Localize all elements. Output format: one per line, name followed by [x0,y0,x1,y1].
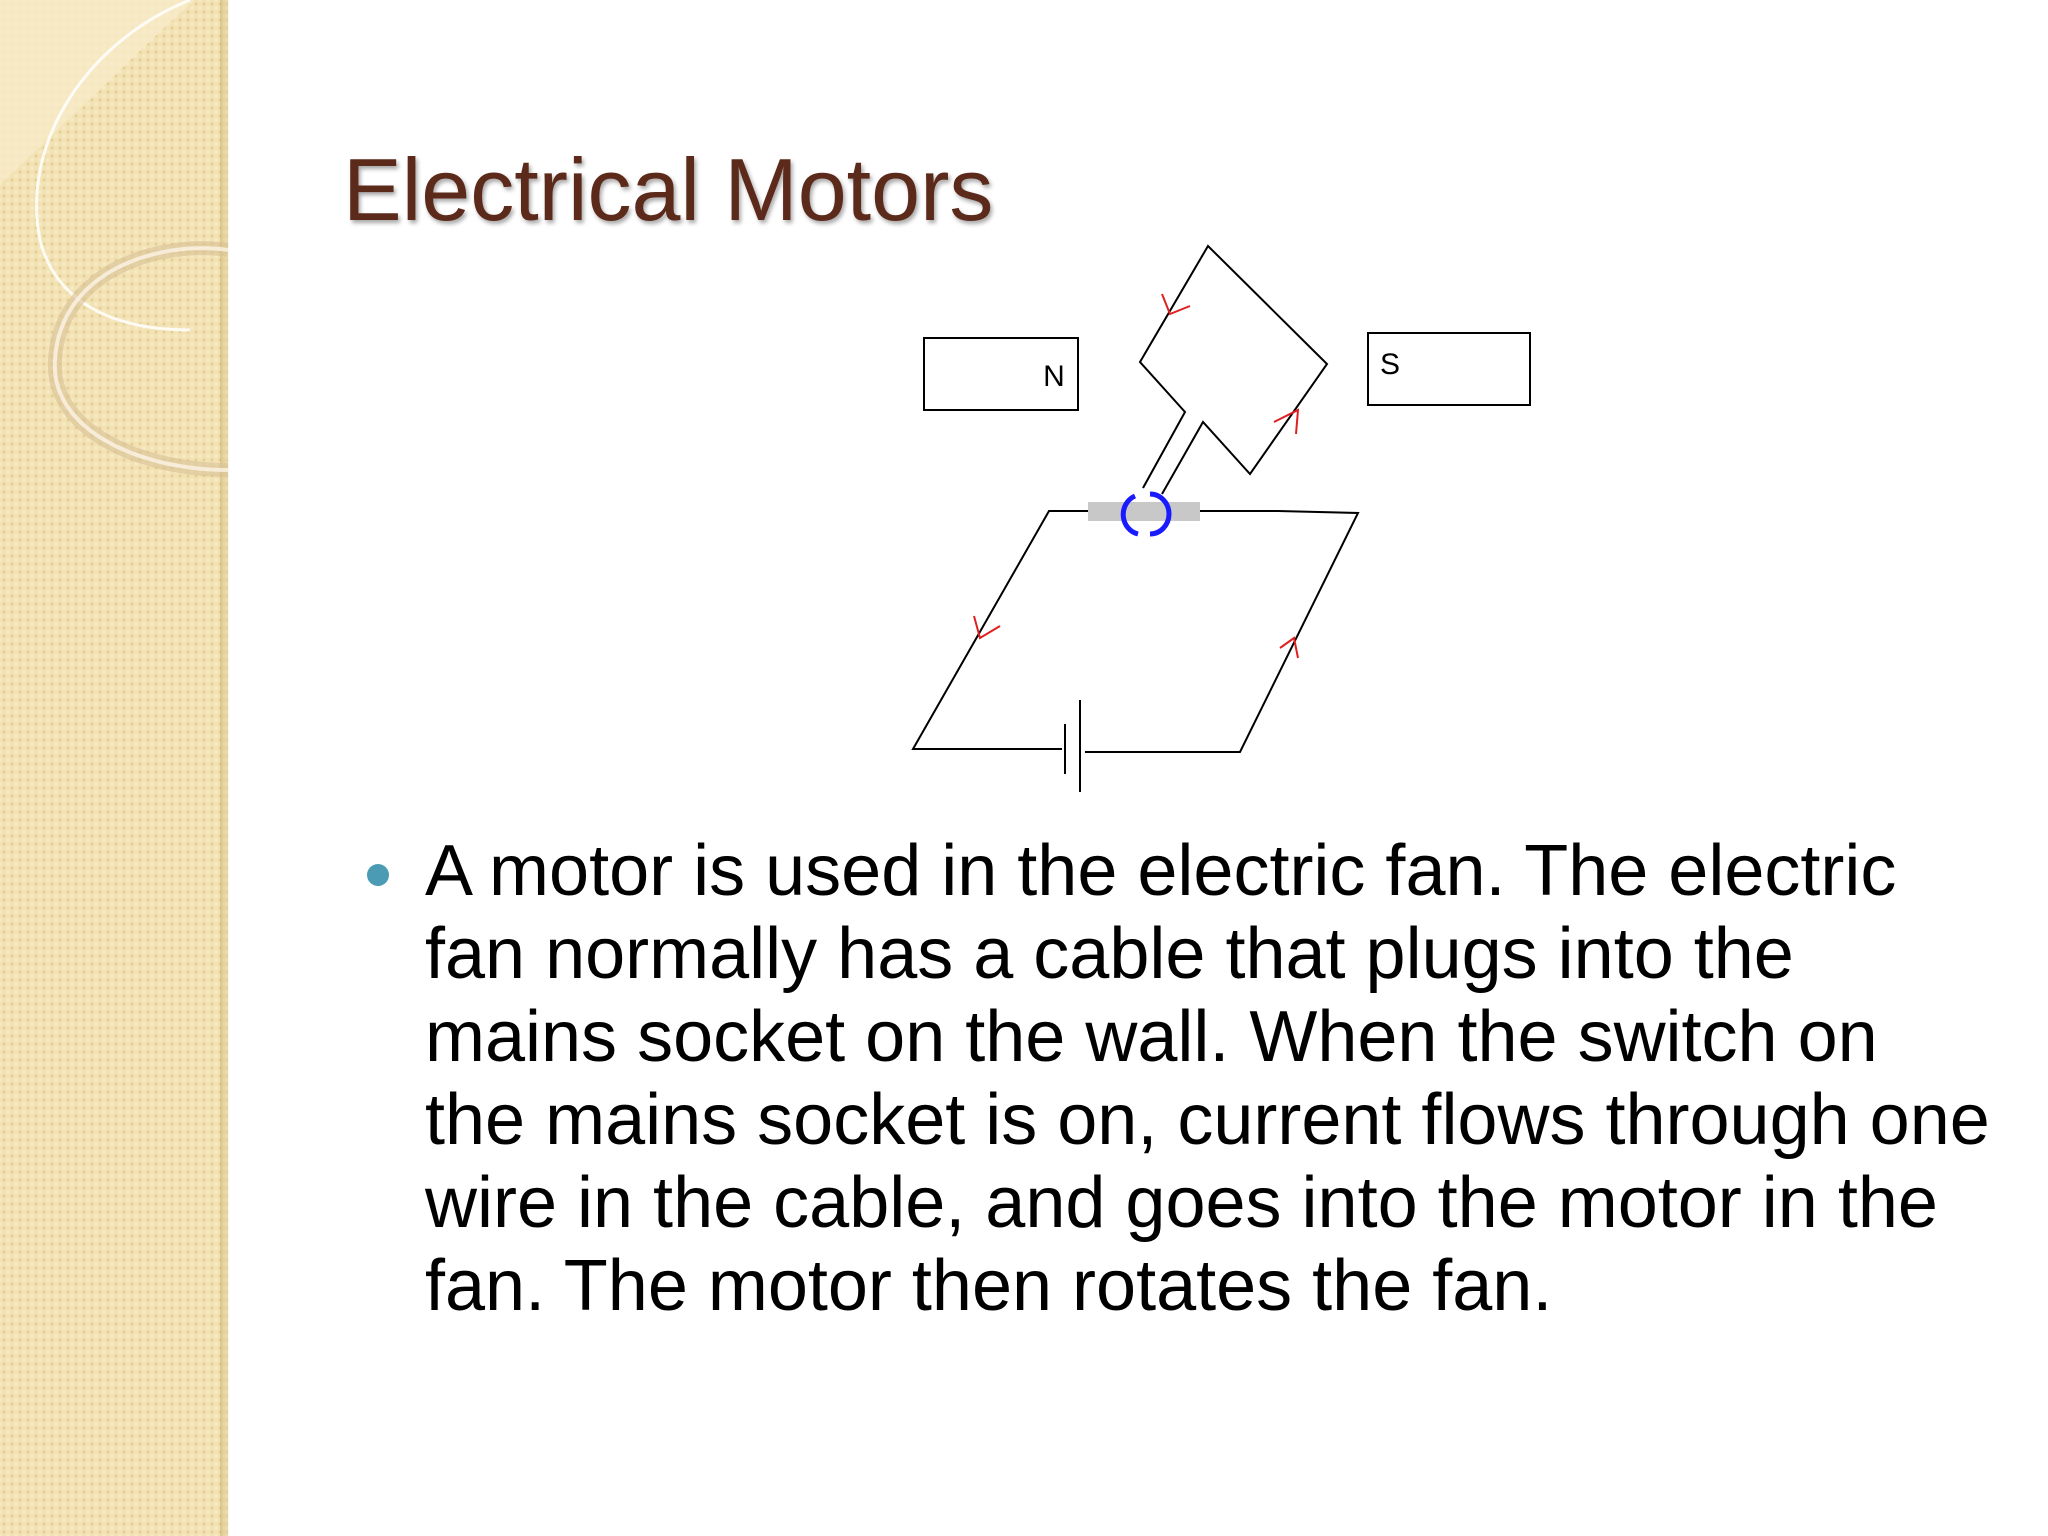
decorative-rings-icon [0,0,228,477]
motor-circuit-diagram: N S [911,244,1531,792]
current-arrow-coil-right [1273,408,1300,435]
external-circuit [911,510,1360,792]
magnet-north-label: N [1043,360,1065,393]
bullet-text: A motor is used in the electric fan. The… [425,831,1990,1326]
magnet-south-label: S [1380,348,1400,381]
bullet-dot-icon [367,864,389,886]
current-arrow-right-wire [1279,636,1299,659]
side-band-edge [220,0,230,1536]
slide-title: Electrical Motors [343,140,994,239]
commutator-split-ring [1120,491,1172,537]
magnet-south: S [1367,332,1531,406]
rotating-coil [1138,244,1329,495]
current-arrow-left-wire [973,615,1001,640]
current-arrow-coil-top [1161,293,1191,316]
brush-bar [1088,502,1200,521]
bullet-list: A motor is used in the electric fan. The… [355,830,1995,1328]
side-decoration-band [0,0,228,1536]
magnet-north: N [923,337,1079,411]
bullet-item: A motor is used in the electric fan. The… [355,830,1995,1328]
